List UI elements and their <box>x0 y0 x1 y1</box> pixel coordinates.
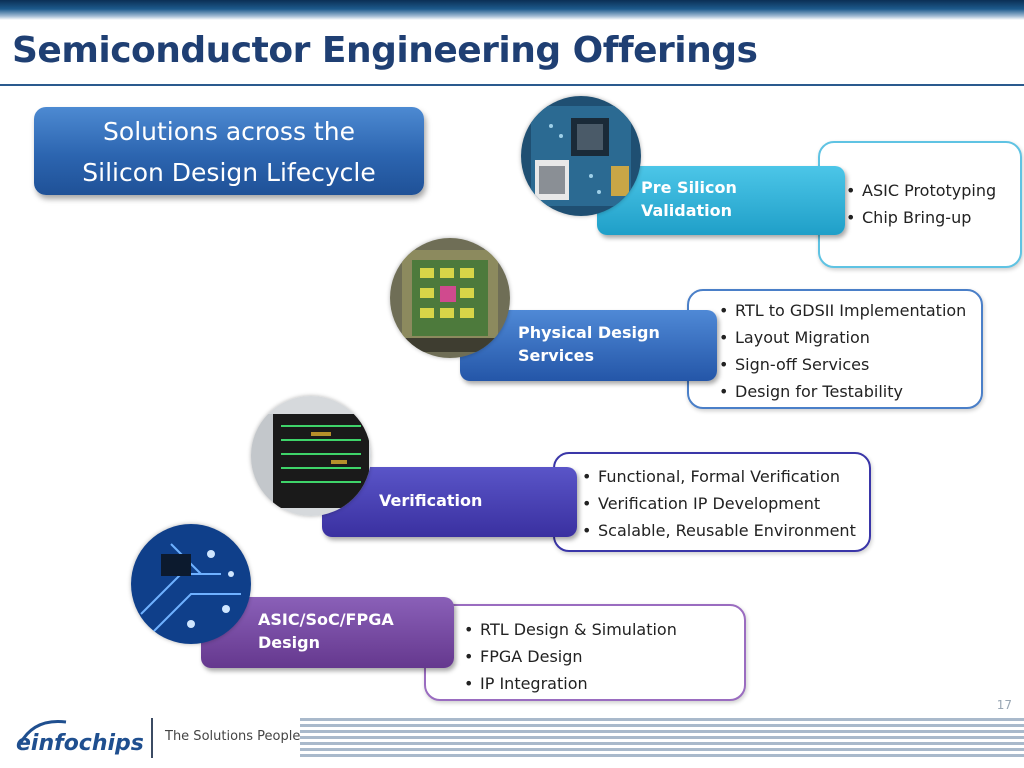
svg-text:einfochips: einfochips <box>16 731 144 756</box>
list-item: Design for Testability <box>719 378 966 405</box>
physical-design-services-tag: Physical Design Services <box>460 310 717 381</box>
einfochips-logo: einfochips <box>16 719 144 756</box>
list-item: Chip Bring-up <box>846 204 996 231</box>
page-number: 17 <box>996 698 1012 712</box>
list-item: FPGA Design <box>464 643 677 670</box>
footer-stripes <box>300 718 1024 758</box>
list-item: Sign-off Services <box>719 351 966 378</box>
list-item: IP Integration <box>464 670 677 697</box>
title-divider <box>0 84 1024 86</box>
list-item: Scalable, Reusable Environment <box>582 517 856 544</box>
header-bar <box>0 0 1024 20</box>
pcb-board-image <box>521 96 641 216</box>
list-item: Layout Migration <box>719 324 966 351</box>
waveform-screen-image <box>251 396 371 516</box>
list-item: Verification IP Development <box>582 490 856 517</box>
list-item: RTL Design & Simulation <box>464 616 677 643</box>
callout-line-1: Solutions across the <box>103 117 355 146</box>
verification-details-box: Functional, Formal Verification Verifica… <box>553 452 871 552</box>
list-item: RTL to GDSII Implementation <box>719 297 966 324</box>
list-item: ASIC Prototyping <box>846 177 996 204</box>
footer-tagline: The Solutions People <box>165 729 301 744</box>
chip-layout-image <box>390 238 510 358</box>
asic-soc-fpga-details-box: RTL Design & Simulation FPGA Design IP I… <box>424 604 746 701</box>
callout-line-2: Silicon Design Lifecycle <box>82 158 376 187</box>
list-item: Functional, Formal Verification <box>582 463 856 490</box>
pre-silicon-validation-tag: Pre Silicon Validation <box>597 166 845 235</box>
pre-silicon-details-box: ASIC Prototyping Chip Bring-up <box>818 141 1022 268</box>
page-title: Semiconductor Engineering Offerings <box>12 30 758 71</box>
circuit-board-image <box>131 524 251 644</box>
physical-design-details-box: RTL to GDSII Implementation Layout Migra… <box>687 289 983 409</box>
footer-divider <box>151 718 153 758</box>
lifecycle-callout: Solutions across the Silicon Design Life… <box>34 107 424 195</box>
